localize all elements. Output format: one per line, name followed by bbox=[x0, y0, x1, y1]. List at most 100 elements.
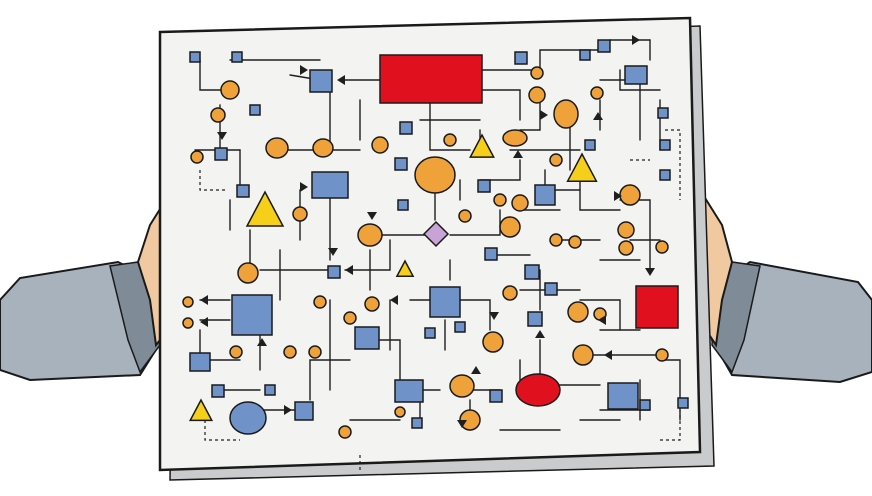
flowchart-box-node bbox=[309, 69, 333, 93]
flowchart-line bbox=[449, 209, 501, 236]
flowchart-box-node bbox=[597, 39, 611, 53]
flowchart-circle-node bbox=[493, 193, 507, 207]
flowchart-box-node bbox=[579, 49, 591, 61]
flowchart-arrowhead bbox=[604, 350, 612, 360]
flowchart-circle-node bbox=[655, 348, 669, 362]
flowchart-box-node bbox=[477, 179, 491, 193]
flowchart-circle-node bbox=[617, 221, 635, 239]
flowchart-line bbox=[429, 99, 471, 151]
flowchart-arrowhead bbox=[390, 295, 398, 305]
flowchart-circle-node bbox=[210, 107, 226, 123]
flowchart-circle-node bbox=[313, 295, 327, 309]
flowchart-arrowhead bbox=[593, 112, 603, 120]
flowchart-box-node bbox=[657, 107, 669, 119]
flowchart-circle-node bbox=[530, 66, 544, 80]
flowchart-box-node bbox=[394, 157, 408, 171]
flowchart-box-node bbox=[639, 399, 651, 411]
flowchart-arrowhead bbox=[200, 317, 208, 327]
flowchart-circle-node bbox=[312, 138, 334, 158]
flowchart-line bbox=[309, 359, 351, 401]
flowchart-circle-node bbox=[549, 153, 563, 167]
flowchart-circle-node bbox=[182, 296, 194, 308]
flowchart-dashed-line bbox=[665, 129, 681, 200]
flowchart-arrowhead bbox=[345, 265, 353, 275]
flowchart-dashed-line bbox=[660, 410, 681, 441]
flowchart-circle-node bbox=[182, 317, 194, 329]
flowchart-triangle-node bbox=[245, 190, 285, 227]
flowchart-circle-node bbox=[528, 86, 546, 104]
flowchart-box-node bbox=[399, 121, 413, 135]
flowchart-line bbox=[619, 69, 661, 91]
flowchart-box-node bbox=[484, 247, 498, 261]
flowchart-circle-node bbox=[619, 184, 641, 206]
flowchart-circle-node bbox=[515, 373, 561, 407]
flowchart-box-node bbox=[424, 327, 436, 339]
flowchart-arrowhead bbox=[632, 35, 640, 45]
flowchart-arrowhead bbox=[337, 75, 345, 85]
flowchart-line bbox=[199, 59, 231, 91]
flowchart-line bbox=[344, 239, 391, 271]
flowchart-arrowhead bbox=[257, 338, 267, 346]
flowchart-triangle-node bbox=[566, 152, 598, 182]
flowchart-dashed-line bbox=[204, 420, 240, 441]
flowchart-box-node bbox=[584, 139, 596, 151]
flowchart-arrowhead bbox=[300, 65, 308, 75]
flowchart-box-node bbox=[214, 147, 228, 161]
flowchart-box-node bbox=[411, 417, 423, 429]
flowchart-circle-node bbox=[229, 401, 267, 435]
flowchart-box-node bbox=[534, 184, 556, 206]
flowchart-arrowhead bbox=[645, 268, 655, 276]
flowchart-circle-node bbox=[283, 345, 297, 359]
flowchart-circle-node bbox=[482, 331, 504, 353]
flowchart-arrowhead bbox=[598, 315, 606, 325]
flowchart-line bbox=[479, 89, 521, 121]
flowchart-line bbox=[459, 299, 491, 331]
flowchart-box-node bbox=[394, 379, 424, 403]
flowchart-circle-node bbox=[229, 345, 243, 359]
flowchart-nodes bbox=[182, 39, 689, 439]
flowchart-circle-node bbox=[502, 129, 528, 147]
flowchart-box-node bbox=[294, 401, 314, 421]
flowchart-circle-node bbox=[190, 150, 204, 164]
flowchart-circle-node bbox=[414, 156, 456, 194]
flowchart-circle-node bbox=[237, 262, 259, 284]
flowchart-line bbox=[479, 49, 601, 71]
flowchart-circle-node bbox=[502, 285, 518, 301]
flowchart-dashed-line bbox=[199, 170, 225, 191]
flowchart-box-node bbox=[659, 139, 671, 151]
flowchart-triangle-node bbox=[469, 133, 495, 158]
flowchart-circle-node bbox=[590, 86, 604, 100]
flowchart-arrowhead bbox=[540, 110, 548, 120]
flowchart-arrows bbox=[200, 35, 655, 428]
flowchart-box-node bbox=[489, 389, 503, 403]
flowchart-box-node bbox=[659, 169, 671, 181]
flowchart-box-node bbox=[635, 285, 679, 329]
flowchart-box-node bbox=[231, 51, 243, 63]
flowchart-line bbox=[579, 169, 621, 211]
flowchart-arrowhead bbox=[200, 295, 208, 305]
flowchart-box-node bbox=[429, 286, 461, 318]
flowchart-box-node bbox=[211, 384, 225, 398]
flowchart-box-node bbox=[379, 54, 483, 104]
flowchart-circle-node bbox=[265, 137, 289, 159]
flowchart-arrowhead bbox=[471, 366, 481, 374]
flowchart-arrowhead bbox=[284, 405, 292, 415]
flowchart-circle-node bbox=[549, 233, 563, 247]
flowchart-arrowhead bbox=[328, 248, 338, 256]
flowchart-circle-node bbox=[394, 406, 406, 418]
flowchart-circle-node bbox=[292, 206, 308, 222]
flowchart-box-node bbox=[677, 397, 689, 409]
flowchart-circle-node bbox=[357, 223, 383, 247]
flowchart-line bbox=[479, 159, 521, 181]
flowchart-arrowhead bbox=[300, 182, 308, 192]
flowchart-box-node bbox=[189, 352, 211, 372]
flowchart-circle-node bbox=[364, 296, 380, 312]
flowchart-arrowhead bbox=[457, 420, 467, 428]
flowchart-box-node bbox=[527, 311, 543, 327]
flowchart-arrowhead bbox=[535, 330, 545, 338]
flowchart-box-node bbox=[524, 264, 540, 280]
flowchart-box-node bbox=[607, 382, 639, 410]
flowchart-box-node bbox=[327, 265, 341, 279]
